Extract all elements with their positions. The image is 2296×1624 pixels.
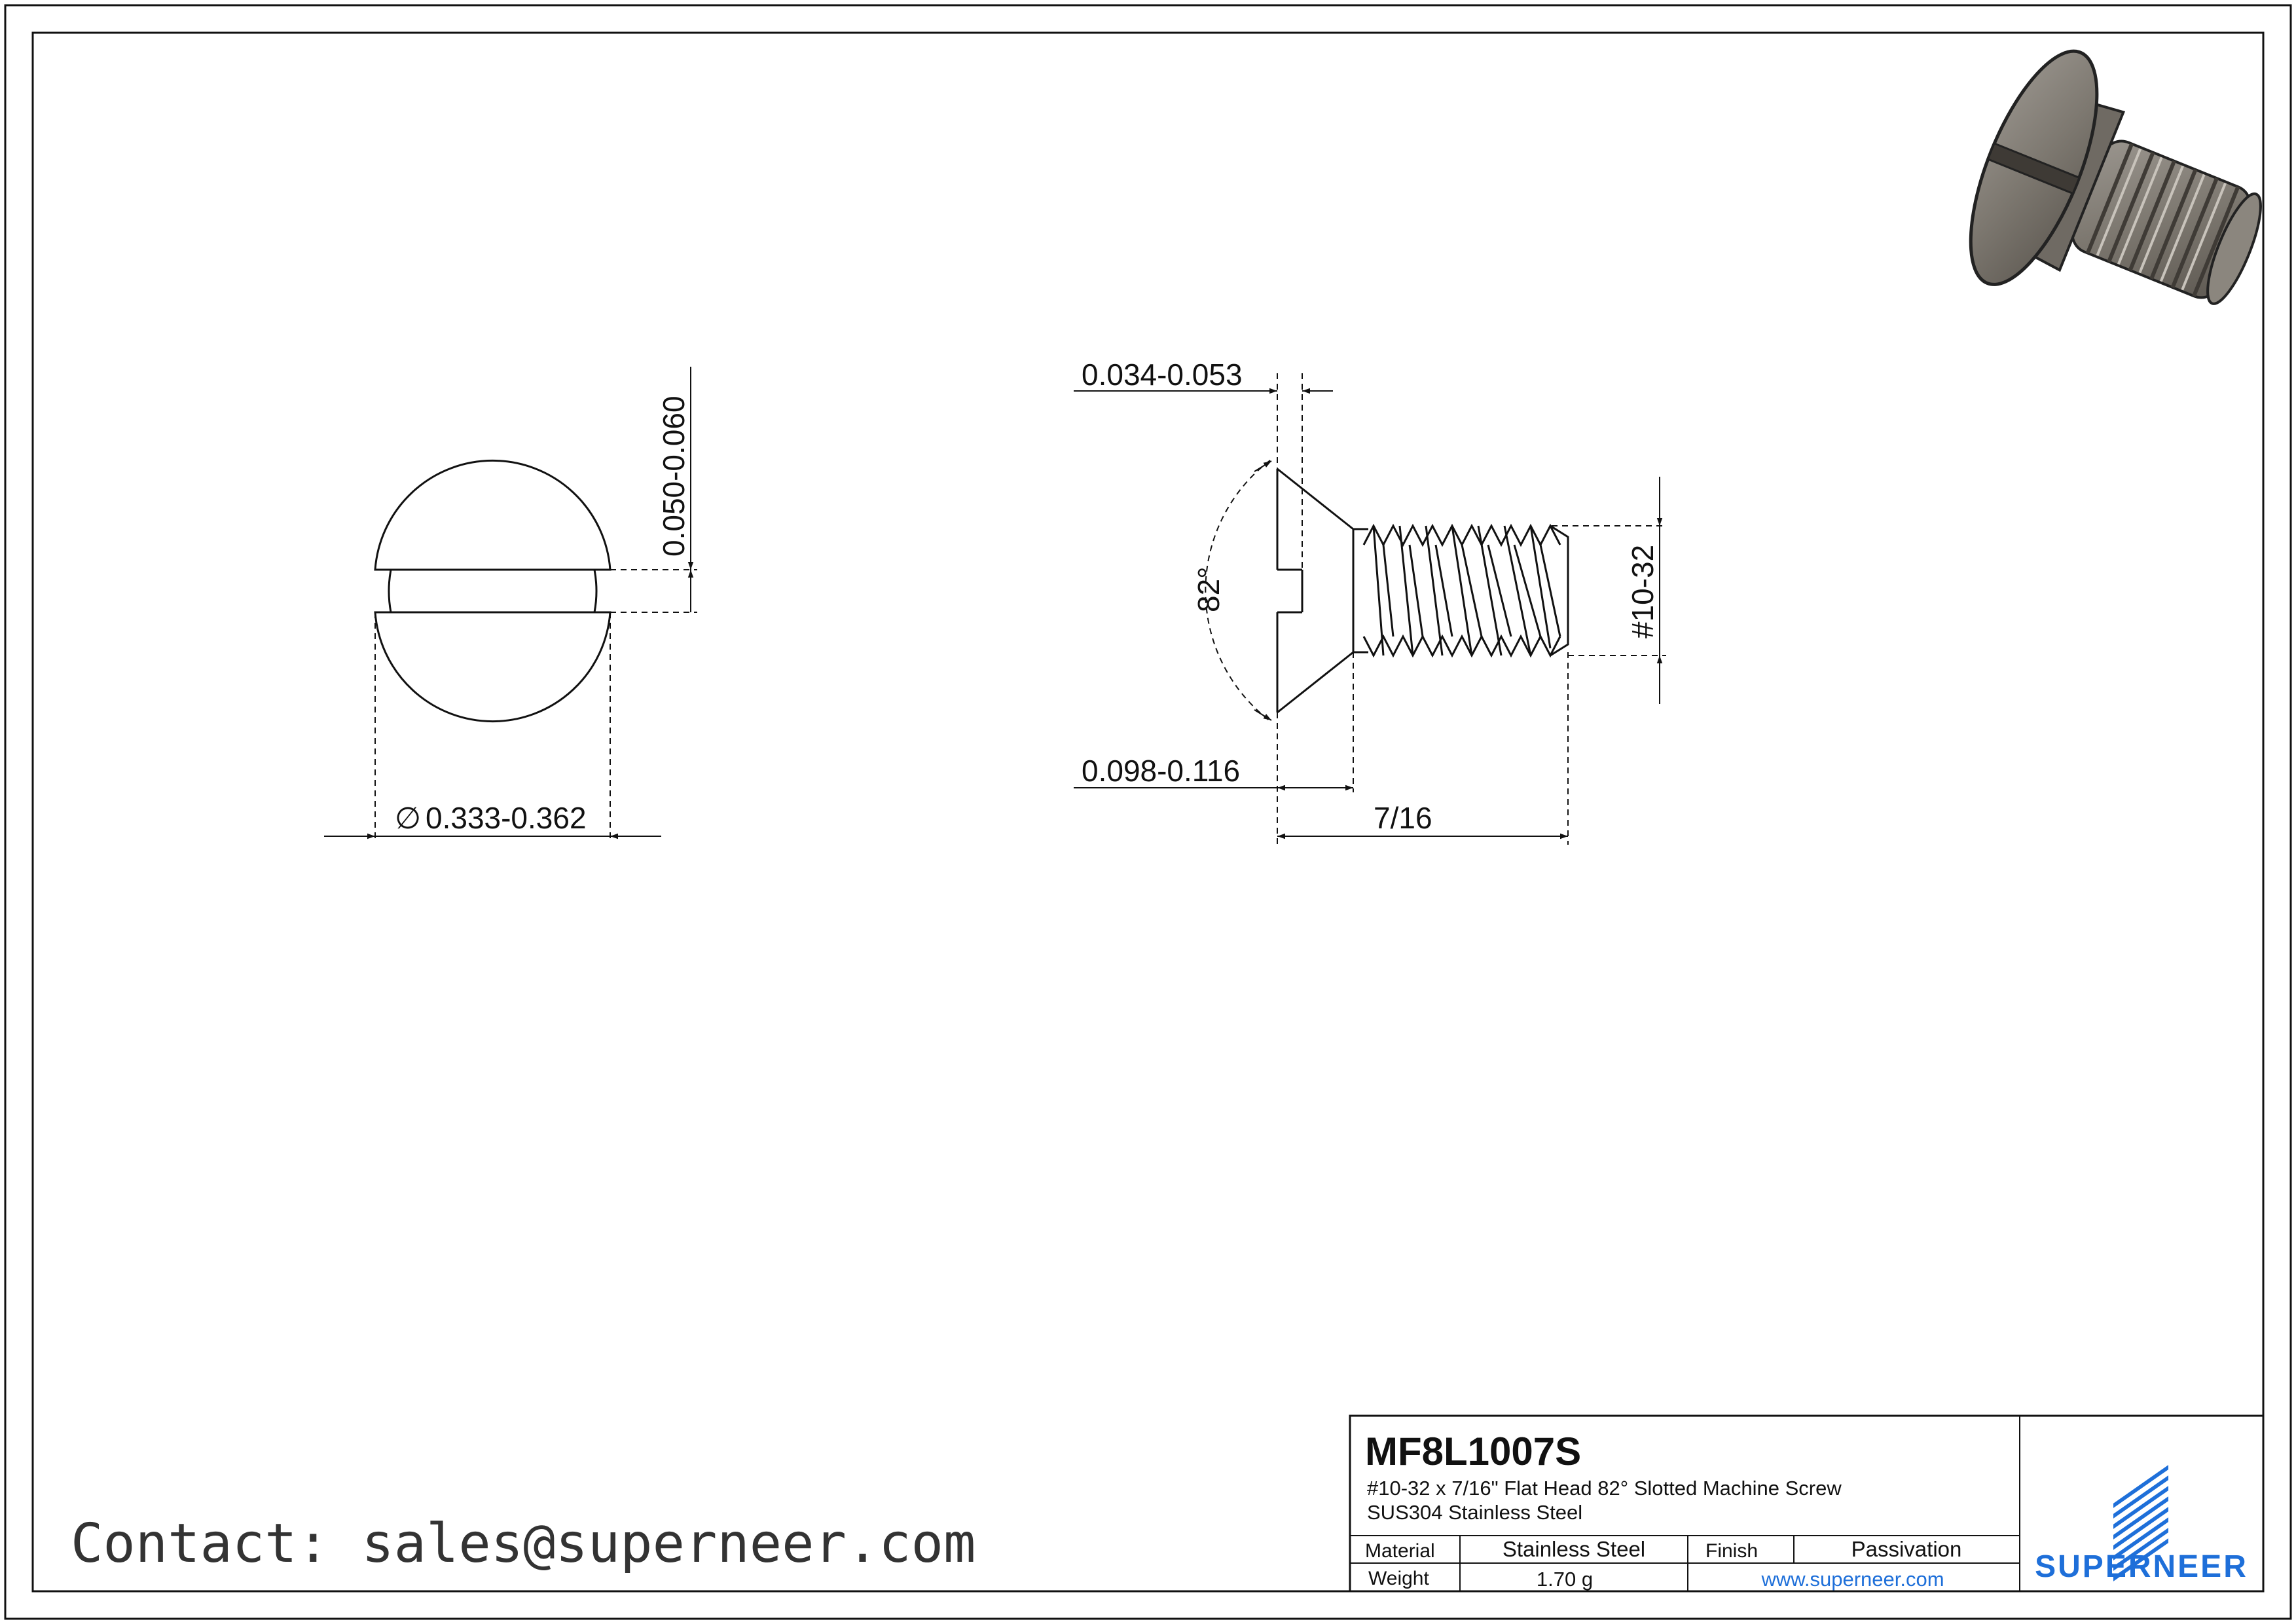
brand-name: SUPERNEER	[2035, 1549, 2248, 1584]
weight-label: Weight	[1368, 1568, 1429, 1589]
weight-value: 1.70 g	[1537, 1568, 1593, 1591]
outer-border	[4, 4, 2292, 1620]
dim-slot-depth: 0.050-0.060	[657, 396, 691, 557]
website-link[interactable]: www.superneer.com	[1760, 1568, 1944, 1591]
dim-thread-size: #10-32	[1626, 545, 1660, 638]
inner-border	[31, 31, 2265, 1593]
brand-logo-icon	[2113, 1465, 2168, 1581]
material-grade: SUS304 Stainless Steel	[1367, 1501, 1582, 1524]
dim-head-height: 0.098-0.116	[1082, 754, 1240, 788]
screw-side-view	[1074, 373, 1666, 845]
finish-label: Finish	[1705, 1540, 1758, 1562]
diameter-symbol: ∅	[395, 801, 421, 835]
dim-slot-width: 0.034-0.053	[1082, 358, 1243, 392]
dim-head-diameter: 0.333-0.362	[426, 801, 587, 835]
dim-length: 7/16	[1374, 801, 1432, 835]
material-value: Stainless Steel	[1503, 1537, 1645, 1561]
part-number: MF8L1007S	[1365, 1430, 1581, 1473]
part-description: #10-32 x 7/16" Flat Head 82° Slotted Mac…	[1367, 1477, 1842, 1500]
head-top-view	[324, 367, 697, 840]
screw-3d-render	[1969, 49, 2262, 305]
title-block	[1349, 1414, 2265, 1593]
contact-email[interactable]: Contact: sales@superneer.com	[71, 1513, 975, 1575]
material-label: Material	[1365, 1540, 1435, 1562]
finish-value: Passivation	[1851, 1537, 1962, 1561]
dim-head-angle: 82°	[1192, 566, 1226, 612]
